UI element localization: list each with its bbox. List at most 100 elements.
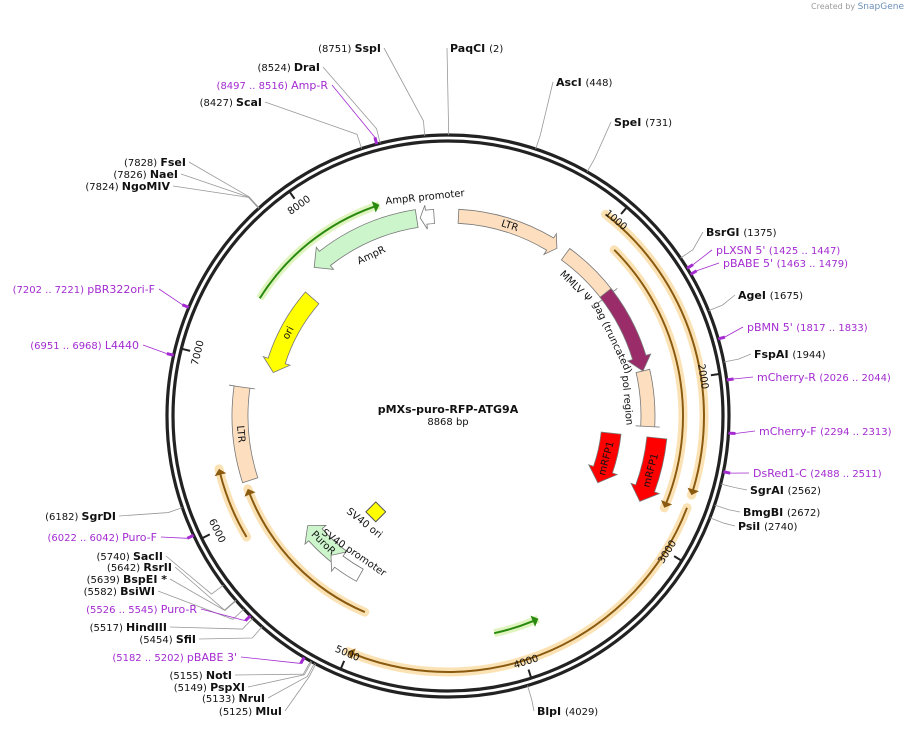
restriction-site: (5642) RsrII [107,561,172,574]
site-leader [247,661,313,688]
site-leader [264,101,363,149]
primer-mark [299,656,306,665]
site-name: ScaI [236,96,262,109]
site-layer: PaqCI (2) AscI (448) SpeI (731) BsrGI (1375… [45,42,826,718]
site-leader [157,590,245,620]
primer-mark [186,533,195,540]
primer-name: pBABE 5' [723,257,777,270]
feature-label: AmpR [356,244,388,267]
site-label: AscI (448) [556,76,613,89]
primer-leader [696,262,720,272]
site-leader [723,353,752,363]
site-position: (5642) [107,563,143,574]
primer-range: (1817 .. 1833) [796,323,868,334]
primer-range: (5182 .. 5202) [112,653,187,664]
restriction-site: SgrAI (2562) [750,484,821,497]
primer-range: (2026 .. 2044) [819,373,891,384]
site-leader [188,161,260,209]
site-leader [322,66,381,144]
site-label: (8427) ScaI [200,96,262,109]
primer-name: DsRed1-C [753,467,810,480]
primer-label: (6022 .. 6042) Puro-F [47,531,157,544]
site-position: (2672) [787,508,820,519]
tick-mark [287,189,296,200]
site-label: (5125) MluI [219,705,282,718]
site-label: BsrGI (1375) [706,226,777,239]
primer-name: pBABE 3' [187,651,237,664]
primer-layer: pLXSN 5' (1425 .. 1447)pBABE 5' (1463 ..… [13,79,892,665]
site-label: BmgBI (2672) [743,506,820,519]
feature-arrow [262,291,320,374]
site-label: (5155) NotI [169,669,232,682]
orf-layer [214,201,709,677]
restriction-site: AgeI (1675) [738,289,803,302]
restriction-site: PaqCI (2) [450,42,503,55]
primer-name: pLXSN 5' [716,244,769,257]
primer-label: pLXSN 5' (1425 .. 1447) [716,244,840,257]
restriction-site: (7826) NaeI [113,168,178,181]
restriction-site: (7828) FseI [124,156,186,169]
site-position: (7824) [85,182,121,193]
site-label: PsiI (2740) [738,520,797,533]
primer-label: DsRed1-C (2488 .. 2511) [753,467,882,480]
site-leader [180,173,260,209]
primer-range: (2488 .. 2511) [810,469,882,480]
site-name: HindIII [126,621,167,634]
primer-mark [689,269,698,276]
site-label: SpeI (731) [614,116,672,129]
primer-leader [733,376,754,380]
site-name: BmgBI [743,506,787,519]
feature-label: LTR [500,218,520,234]
site-position: (5133) [202,694,238,705]
site-name: FspAI [754,348,792,361]
site-leader [714,504,741,513]
site-name: DraI [294,61,320,74]
site-label: (8751) SspI [318,42,381,55]
outer-strand [165,133,731,699]
restriction-site: (6182) SgrDI [45,510,116,523]
tick-mark [200,533,211,540]
feature-arrow [313,209,419,270]
site-leader [267,663,315,699]
primer-label: (6951 .. 6968) L4440 [30,339,139,352]
primer-mark [723,470,731,475]
primer-mark [686,263,694,270]
restriction-site: (5155) NotI [169,669,232,682]
site-leader [174,566,237,611]
site-position: (4029) [565,707,598,718]
site-label: (5639) BspEI * [87,573,168,586]
site-label: PaqCI (2) [450,42,503,55]
primer-label: pBABE 5' (1463 .. 1479) [723,257,848,270]
restriction-site: BsrGI (1375) [706,226,777,239]
restriction-site: (8751) SspI [318,42,381,55]
site-name: AgeI [738,289,770,302]
tick-label: 5000 [333,644,361,664]
site-position: (2) [489,44,503,55]
site-position: (5155) [169,671,205,682]
site-position: (5149) [174,683,210,694]
site-name: NotI [206,669,232,682]
site-name: FseI [160,156,186,169]
tick-mark [527,669,533,680]
primer-leader [200,608,246,622]
tick-mark [620,205,629,215]
site-position: (2740) [764,522,797,533]
restriction-site: (5582) BsiWI [84,585,155,598]
site-label: (5454) SfiI [139,633,196,646]
primer-name: Puro-F [122,531,157,544]
tick-label: 7000 [190,339,207,366]
site-leader [446,47,449,136]
primer-label: (5526 .. 5545) Puro-R [86,603,197,616]
primer-label: mCherry-R (2026 .. 2044) [757,371,891,384]
primer-label: (8497 .. 8516) Amp-R [217,79,329,92]
site-label: (7826) NaeI [113,168,178,181]
site-label: (8524) DraI [257,61,320,74]
site-position: (8751) [318,44,354,55]
primer-mark [166,352,174,357]
site-name: SgrAI [750,484,788,497]
restriction-site: (8427) ScaI [200,96,262,109]
restriction-site: SpeI (731) [614,116,672,129]
tick-mark [339,660,346,671]
snapgene-logo: SnapGene [857,2,904,12]
